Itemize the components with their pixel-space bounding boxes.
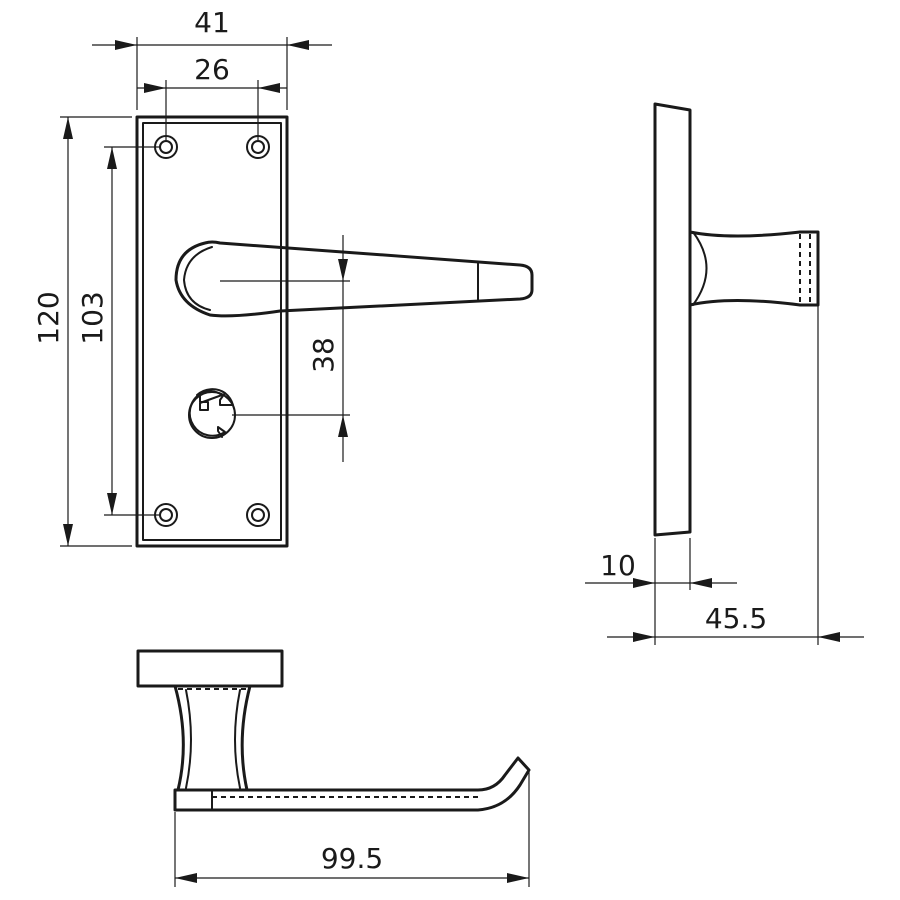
backplate [135, 115, 289, 548]
dim-plate-thickness: 10 [585, 538, 737, 645]
handle-neck-side [689, 230, 820, 645]
dim-label-38: 38 [307, 337, 340, 373]
dim-hole-spacing-horizontal: 26 [137, 53, 287, 140]
dim-label-99-5: 99.5 [321, 842, 383, 875]
dim-hole-spacing-vertical: 103 [76, 146, 160, 516]
dim-lever-to-turn: 38 [307, 235, 348, 462]
dim-label-41: 41 [194, 6, 230, 39]
dim-label-26: 26 [194, 53, 230, 86]
dim-label-45-5: 45.5 [705, 602, 767, 635]
backplate-top [136, 649, 284, 688]
dim-plate-height: 120 [32, 116, 132, 547]
dim-label-10: 10 [600, 549, 636, 582]
lever-handle-front [174, 240, 534, 318]
dim-label-120: 120 [32, 291, 65, 344]
lever-top [173, 756, 531, 887]
dim-label-103: 103 [76, 291, 109, 344]
turn-release-keyhole [188, 388, 350, 439]
dim-projection: 45.5 [607, 602, 864, 642]
side-view: 10 45.5 [585, 102, 864, 645]
backplate-side [653, 102, 692, 537]
dim-plate-width: 41 [92, 6, 332, 110]
plan-view: 99.5 [136, 649, 531, 887]
screw-hole-bottom-right [246, 503, 270, 527]
dim-lever-length: 99.5 [175, 842, 529, 883]
neck-top [173, 685, 252, 791]
front-view: 41 26 120 103 [32, 6, 534, 548]
